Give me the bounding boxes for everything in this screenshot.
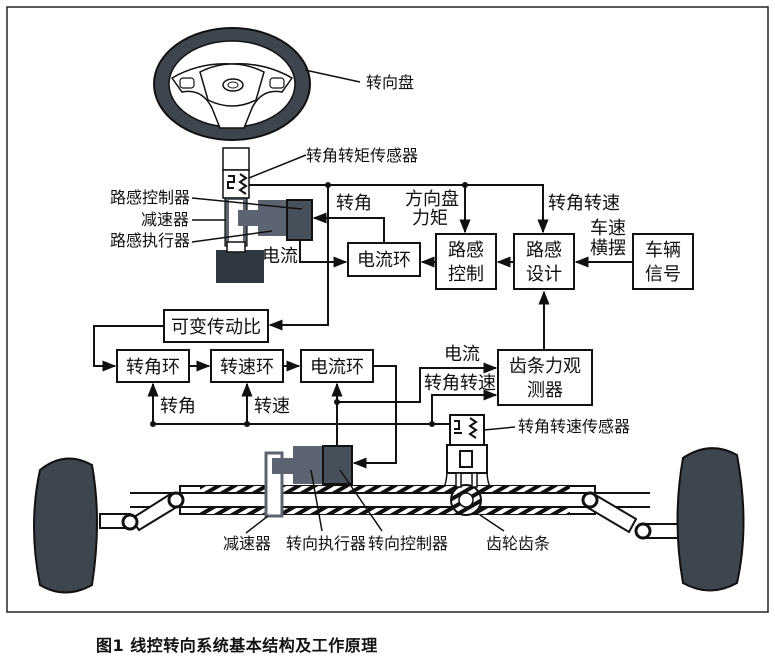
svg-text:信号: 信号 — [645, 264, 681, 285]
label-reducer-bottom: 减速器 — [223, 534, 271, 553]
signal-wheel-torque-1: 方向盘 — [405, 189, 459, 210]
svg-text:车辆: 车辆 — [645, 240, 681, 261]
angle-speed-sensor — [439, 414, 495, 493]
label-feel-controller: 路感控制器 — [110, 188, 190, 207]
signal-wheel-torque-2: 力矩 — [412, 208, 448, 229]
label-angle-torque-sensor: 转角转矩传感器 — [306, 146, 418, 165]
label-steer-controller: 转向控制器 — [368, 534, 448, 553]
label-steer-actuator: 转向执行器 — [286, 534, 366, 553]
label-steering-wheel: 转向盘 — [366, 73, 414, 92]
block-feel-control: 路感 控制 — [435, 233, 497, 290]
steering-rack — [130, 485, 650, 515]
svg-text:电流环: 电流环 — [357, 250, 411, 271]
signal-speed-bottom: 转速 — [254, 396, 290, 417]
label-angle-speed-sensor: 转角转速传感器 — [518, 417, 630, 436]
label-feel-actuator: 路感执行器 — [110, 231, 190, 250]
feel-actuator-shaft — [238, 210, 262, 226]
block-current-loop-top: 电流环 — [347, 242, 421, 277]
right-wheel-tire — [676, 447, 745, 592]
svg-text:测器: 测器 — [527, 380, 563, 401]
left-tie-rod — [99, 491, 220, 532]
block-variable-ratio: 可变传动比 — [163, 309, 269, 343]
svg-text:路感: 路感 — [448, 240, 484, 261]
block-speed-loop: 转速环 — [210, 349, 284, 383]
block-vehicle-signal: 车辆 信号 — [632, 233, 694, 290]
block-feel-design: 路感 设计 — [513, 233, 575, 290]
signal-current-obs: 电流 — [444, 344, 480, 365]
pinion-gear — [450, 472, 482, 516]
steer-controller-box — [322, 445, 353, 485]
svg-text:可变传动比: 可变传动比 — [171, 317, 261, 338]
right-tie-rod — [581, 491, 680, 540]
svg-text:齿条力观: 齿条力观 — [509, 356, 581, 377]
steer-actuator-body — [293, 446, 325, 484]
label-rack-pinion: 齿轮齿条 — [486, 534, 550, 553]
figure-frame — [6, 6, 769, 613]
block-rack-force-observer: 齿条力观 测器 — [497, 349, 593, 406]
signal-speed-yaw-2: 横摆 — [590, 238, 626, 259]
feel-controller-box — [286, 199, 313, 241]
feel-motor — [216, 250, 264, 283]
svg-text:路感: 路感 — [526, 240, 562, 261]
steering-wheel-icon — [153, 27, 311, 141]
svg-text:设计: 设计 — [526, 264, 562, 285]
svg-text:转速环: 转速环 — [220, 357, 274, 378]
svg-text:控制: 控制 — [448, 264, 484, 285]
steering-column — [222, 147, 250, 247]
block-current-loop-bottom: 电流环 — [300, 349, 374, 383]
signal-current-top: 电流 — [262, 246, 298, 267]
signal-angle-speed-obs: 转角转速 — [424, 373, 496, 394]
left-wheel-tire — [33, 457, 98, 594]
svg-text:电流环: 电流环 — [310, 357, 364, 378]
signal-angle-speed-top: 转角转速 — [548, 193, 620, 214]
figure-caption: 图1 线控转向系统基本结构及工作原理 — [96, 636, 378, 655]
signal-angle-top: 转角 — [336, 193, 372, 214]
block-angle-loop: 转角环 — [116, 349, 190, 383]
svg-text:转角环: 转角环 — [126, 357, 180, 378]
signal-angle-bottom: 转角 — [160, 396, 196, 417]
signal-speed-yaw-1: 车速 — [590, 218, 626, 239]
label-reducer-top: 减速器 — [141, 210, 189, 229]
